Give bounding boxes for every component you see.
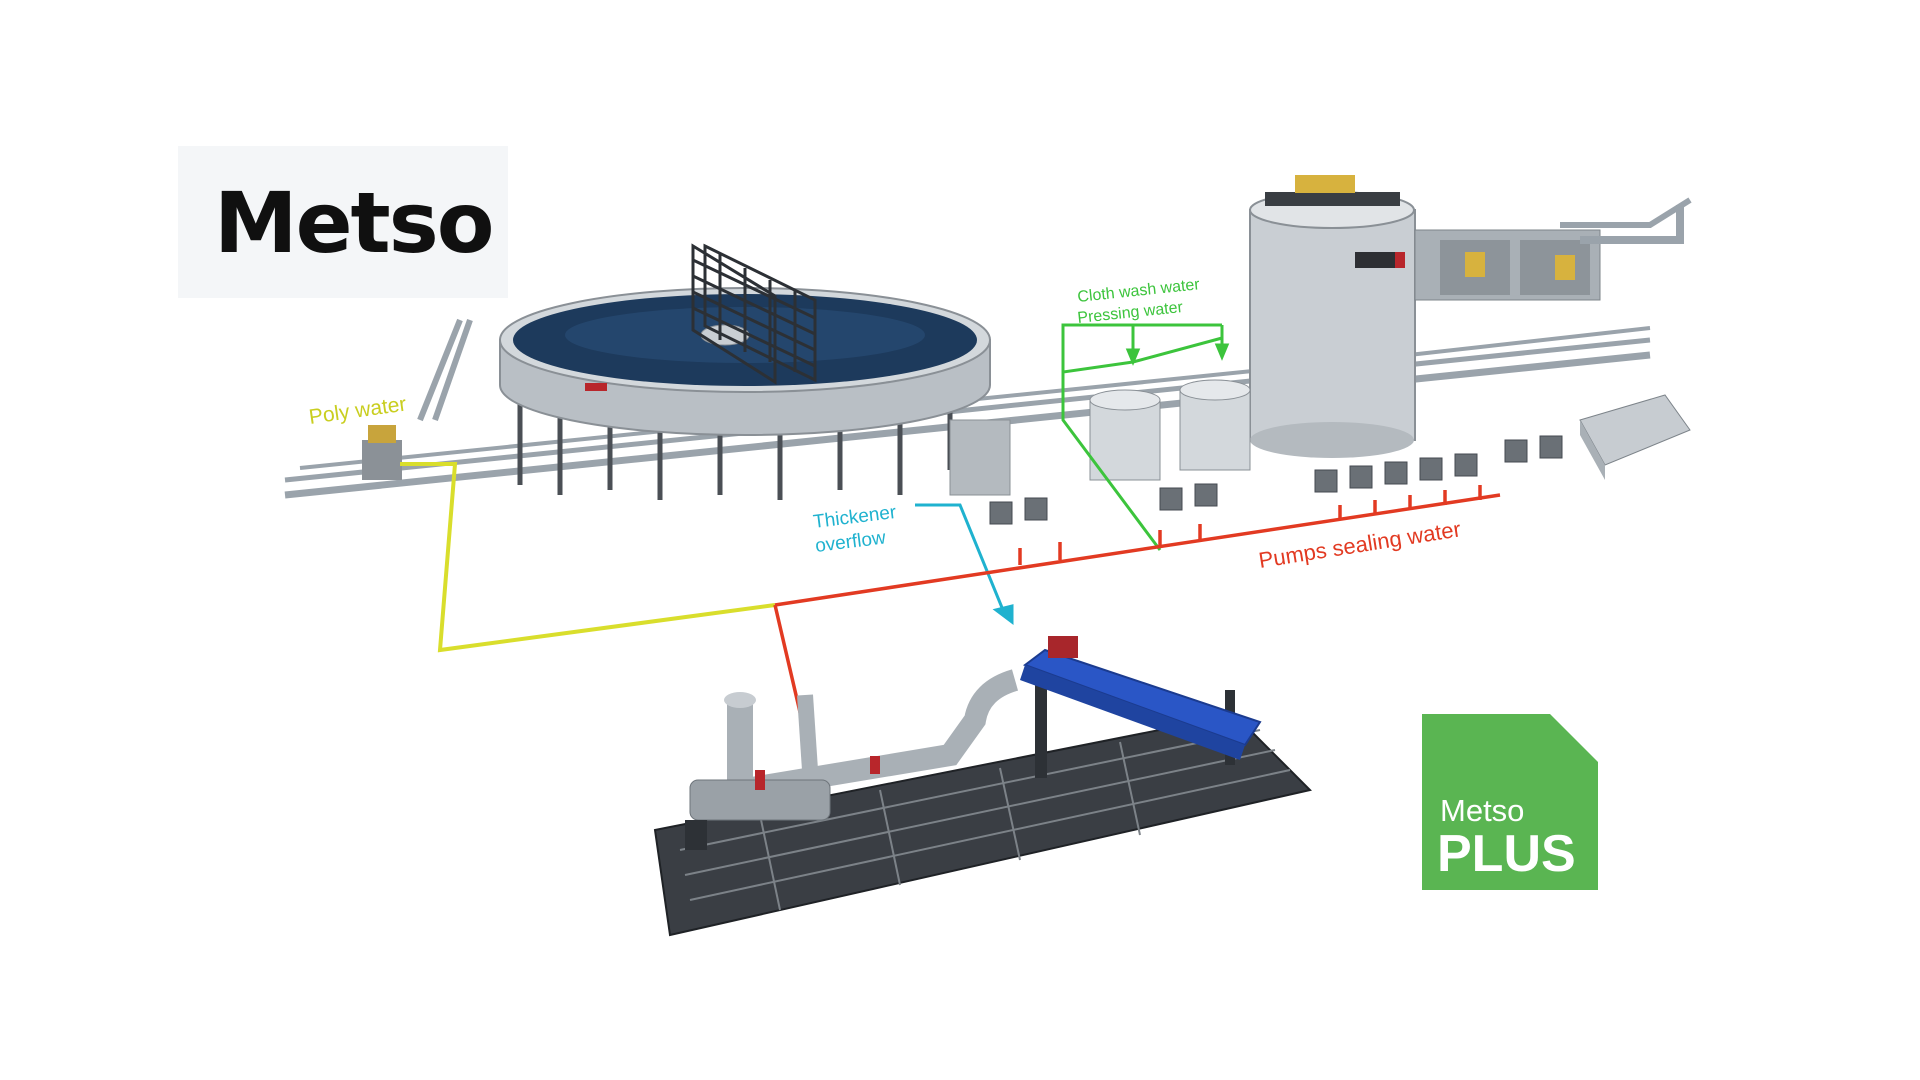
poly-water-line [400,462,776,653]
metso-plus-title: PLUS [1437,825,1576,883]
filter-skid [653,636,1312,937]
poly-water-label: Poly water [307,393,407,429]
cloth-wash-water-line [1061,323,1230,551]
thickener-overflow-label-1: Thickener [812,502,898,533]
pumps-sealing-water-label: Pumps sealing water [1257,516,1463,573]
process-tank [1249,175,1416,458]
metso-logo-text: Metso [214,174,494,272]
thickener-overflow-line [915,503,1014,625]
metso-logo: Metso [178,146,508,298]
metso-plus-badge [1422,714,1598,890]
metso-plus-brand: Metso [1440,793,1525,828]
pumps-row [989,435,1563,525]
wash-water-tanks [949,379,1251,496]
cloth-wash-water-label: Cloth wash water [1077,276,1201,306]
poly-water-unit [362,318,473,480]
thickener-tank [499,243,991,500]
thickener-overflow-label-2: overflow [814,527,887,556]
thickener-bridge [691,243,817,385]
filter-press-area [1414,197,1692,480]
